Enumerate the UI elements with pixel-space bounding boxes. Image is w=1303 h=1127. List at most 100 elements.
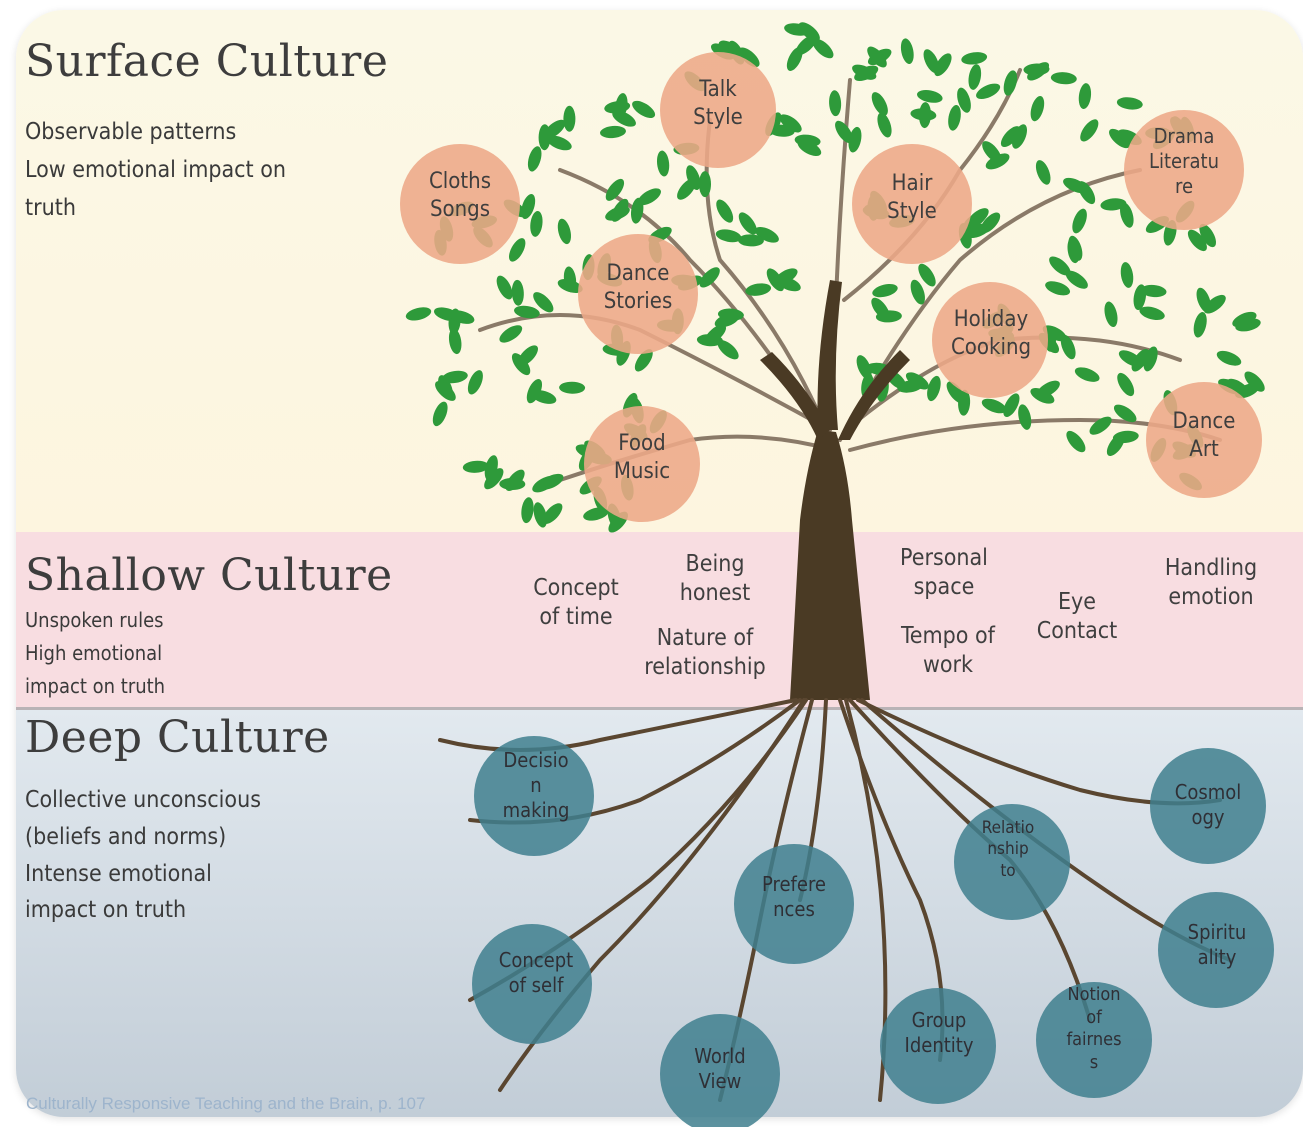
leaf bbox=[829, 90, 842, 117]
leaf bbox=[715, 229, 742, 243]
surface-circle bbox=[932, 282, 1048, 398]
leaf bbox=[982, 141, 1002, 163]
leaf bbox=[1003, 70, 1018, 96]
leaf bbox=[442, 370, 468, 384]
leaf bbox=[900, 38, 914, 65]
leaf bbox=[1120, 202, 1134, 228]
leaf bbox=[918, 263, 936, 287]
surface-item-drama-literature: Drama Literatu re bbox=[1148, 124, 1220, 198]
deep-culture-title: Deep Culture bbox=[25, 712, 330, 763]
surface-circle bbox=[852, 144, 972, 264]
leaf bbox=[967, 208, 989, 228]
deep-circle bbox=[954, 804, 1070, 920]
leaf bbox=[946, 381, 965, 404]
surface-item-talk-style: Talk Style bbox=[693, 77, 743, 130]
leaf bbox=[508, 238, 526, 262]
leaf bbox=[1143, 346, 1158, 372]
leaf bbox=[533, 292, 554, 313]
deep-circle bbox=[1150, 748, 1266, 864]
leaf bbox=[632, 100, 656, 118]
leaf bbox=[1065, 270, 1088, 289]
deep-culture-description: Collective unconscious (beliefs and norm… bbox=[25, 787, 261, 924]
leaf bbox=[1078, 181, 1096, 205]
leaf bbox=[934, 53, 952, 77]
deep-item-notion-of-fairness: Notion of fairnes s bbox=[1066, 984, 1122, 1073]
leaf bbox=[531, 390, 557, 404]
deep-item-decision-making: Decisio n making bbox=[502, 748, 570, 822]
leaf bbox=[1104, 301, 1118, 328]
leaf bbox=[1235, 383, 1260, 399]
leaf bbox=[543, 119, 566, 139]
shallow-item-eye-contact: Eye Contact bbox=[1036, 589, 1118, 644]
deep-item-concept-of-self: Concept of self bbox=[498, 948, 574, 997]
leaf bbox=[521, 497, 534, 524]
leaf bbox=[1049, 256, 1071, 276]
tree-trunk bbox=[760, 280, 910, 700]
leaf bbox=[812, 38, 834, 59]
leaf bbox=[867, 46, 887, 68]
leaf bbox=[1100, 198, 1127, 211]
leaf bbox=[1011, 124, 1028, 149]
leaf bbox=[559, 381, 586, 394]
leaf bbox=[754, 226, 779, 243]
leaf bbox=[704, 324, 727, 344]
leaf bbox=[716, 199, 734, 223]
surface-item-holiday-cooking: Holiday Cooking bbox=[950, 307, 1032, 360]
deep-circle bbox=[1158, 892, 1274, 1008]
leaf bbox=[462, 460, 489, 473]
leaf bbox=[530, 210, 543, 237]
shallow-layer-band bbox=[16, 532, 1303, 710]
leaf bbox=[656, 150, 670, 177]
leaf bbox=[856, 355, 872, 380]
surface-culture-title: Surface Culture bbox=[25, 36, 389, 87]
leaf bbox=[1050, 72, 1077, 85]
leaf bbox=[1060, 334, 1076, 360]
leaf bbox=[1116, 97, 1143, 110]
surface-item-cloths-songs: Cloths Songs bbox=[428, 169, 492, 222]
shallow-culture-description: Unspoken rules High emotional impact on … bbox=[25, 608, 166, 698]
deep-circle bbox=[734, 844, 854, 964]
deep-circle bbox=[660, 1014, 780, 1127]
leaf bbox=[699, 171, 711, 198]
leaf bbox=[1112, 430, 1139, 444]
leaf bbox=[835, 120, 853, 144]
leaf bbox=[511, 353, 531, 376]
leaf bbox=[1117, 372, 1135, 397]
leaf bbox=[432, 401, 448, 427]
leaf bbox=[605, 206, 630, 221]
shallow-item-personal-space: Personal space bbox=[900, 545, 988, 600]
leaf bbox=[435, 381, 456, 401]
leaf bbox=[1120, 262, 1134, 288]
leaf bbox=[1140, 284, 1167, 298]
leaf bbox=[1199, 223, 1217, 248]
leaf bbox=[976, 83, 1001, 100]
shallow-item-concept-of-time: Concept of time bbox=[533, 575, 619, 630]
branch bbox=[834, 78, 852, 302]
root bbox=[438, 698, 798, 752]
leaf bbox=[1078, 83, 1092, 110]
leaf bbox=[786, 47, 803, 71]
leaf bbox=[527, 146, 542, 172]
leaf bbox=[405, 307, 432, 321]
deep-item-relationship-to: Relatio nship to bbox=[981, 818, 1035, 881]
leaf bbox=[745, 283, 772, 296]
leaf bbox=[1080, 119, 1099, 142]
source-citation: Culturally Responsive Teaching and the B… bbox=[26, 1094, 426, 1113]
surface-item-dance-art: Dance Art bbox=[1172, 409, 1236, 462]
leaf bbox=[877, 112, 892, 138]
leaf bbox=[496, 275, 513, 300]
leaf bbox=[794, 134, 821, 147]
deep-circles bbox=[472, 736, 1274, 1127]
leaf bbox=[1109, 128, 1131, 149]
leaf bbox=[738, 47, 760, 68]
leaf bbox=[1133, 284, 1147, 311]
leaf bbox=[1118, 350, 1143, 367]
leaf bbox=[467, 370, 483, 395]
surface-circle bbox=[660, 52, 776, 168]
leaf bbox=[980, 212, 1001, 234]
surface-item-hair-style: Hair Style bbox=[887, 171, 937, 224]
deep-item-world-view: World View bbox=[694, 1044, 746, 1093]
leaf bbox=[948, 104, 961, 131]
surface-circles bbox=[400, 52, 1262, 522]
